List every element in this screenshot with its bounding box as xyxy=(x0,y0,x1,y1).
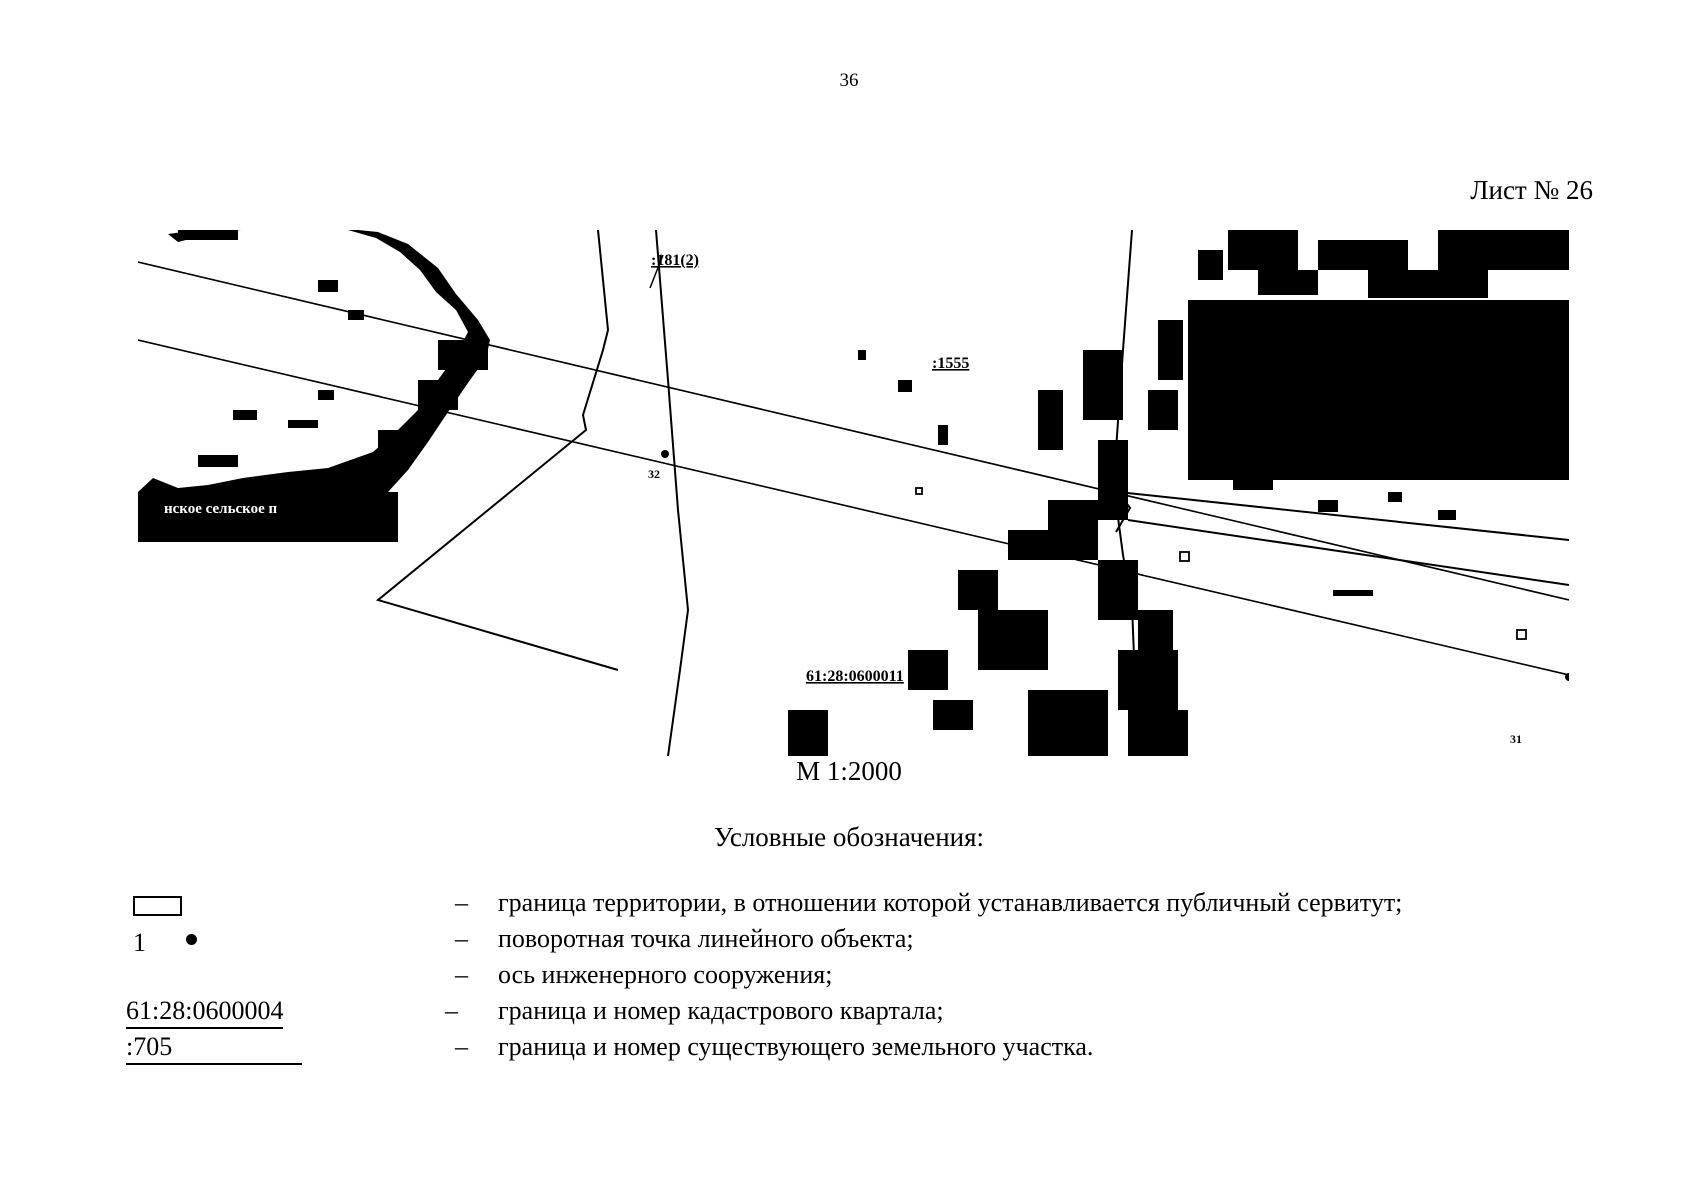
label-settlement: нское сельское п xyxy=(164,501,278,517)
scale-text: М 1:2000 xyxy=(796,756,902,786)
turning-points[interactable] xyxy=(661,450,1569,681)
legend-row-turning-point: 1 – поворотная точка линейного объекта; xyxy=(0,924,1698,960)
legend-dash: – xyxy=(455,1032,468,1061)
label-point-32: 32 xyxy=(648,467,660,481)
sheet-label: Лист № 26 xyxy=(1470,175,1593,205)
legend-row-servitude: – граница территории, в отношении которо… xyxy=(0,888,1698,924)
label-quarter: 61:28:0600011 xyxy=(806,668,904,685)
terrain-left xyxy=(138,230,490,542)
legend-dash: – xyxy=(455,960,468,989)
point-number-symbol: 1 xyxy=(133,928,146,957)
label-point-31: 31 xyxy=(1510,732,1522,746)
rectangle-symbol xyxy=(133,896,182,916)
legend-dash: – xyxy=(455,924,468,953)
boundary-markers xyxy=(915,487,1527,640)
legend-text: ось инженерного сооружения; xyxy=(498,960,833,989)
page-number: 36 xyxy=(839,70,859,91)
legend-text: граница территории, в отношении которой … xyxy=(498,888,1403,917)
legend-row-parcel: :705 – граница и номер существующего зем… xyxy=(0,1032,1698,1068)
legend-text: поворотная точка линейного объекта; xyxy=(498,924,914,953)
terrain-right xyxy=(788,230,1569,756)
label-parcel-1555: :1555 xyxy=(932,355,969,372)
legend-row-quarter: 61:28:0600004 – граница и номер кадастро… xyxy=(0,996,1698,1032)
legend-text: граница и номер кадастрового квартала; xyxy=(498,996,944,1025)
parcel-boundaries[interactable] xyxy=(375,230,1569,756)
legend-dash: – xyxy=(445,996,458,1025)
label-parcel-181: :181(2) xyxy=(651,252,699,269)
servitude-boundary[interactable] xyxy=(138,261,1569,676)
quarter-number-symbol: 61:28:0600004 xyxy=(126,996,284,1029)
legend-text: граница и номер существующего земельного… xyxy=(498,1032,1094,1061)
dot-symbol xyxy=(186,934,197,945)
map-scale: М 1:2000 xyxy=(0,756,1698,787)
legend-title: Условные обозначения: xyxy=(713,822,985,852)
parcel-number-symbol: :705 xyxy=(126,1032,302,1065)
cadastral-map[interactable]: :181(2) :1555 нское сельское п 61:28:060… xyxy=(138,230,1569,756)
legend-row-axis: – ось инженерного сооружения; xyxy=(0,960,1698,996)
legend-dash: – xyxy=(455,888,468,917)
